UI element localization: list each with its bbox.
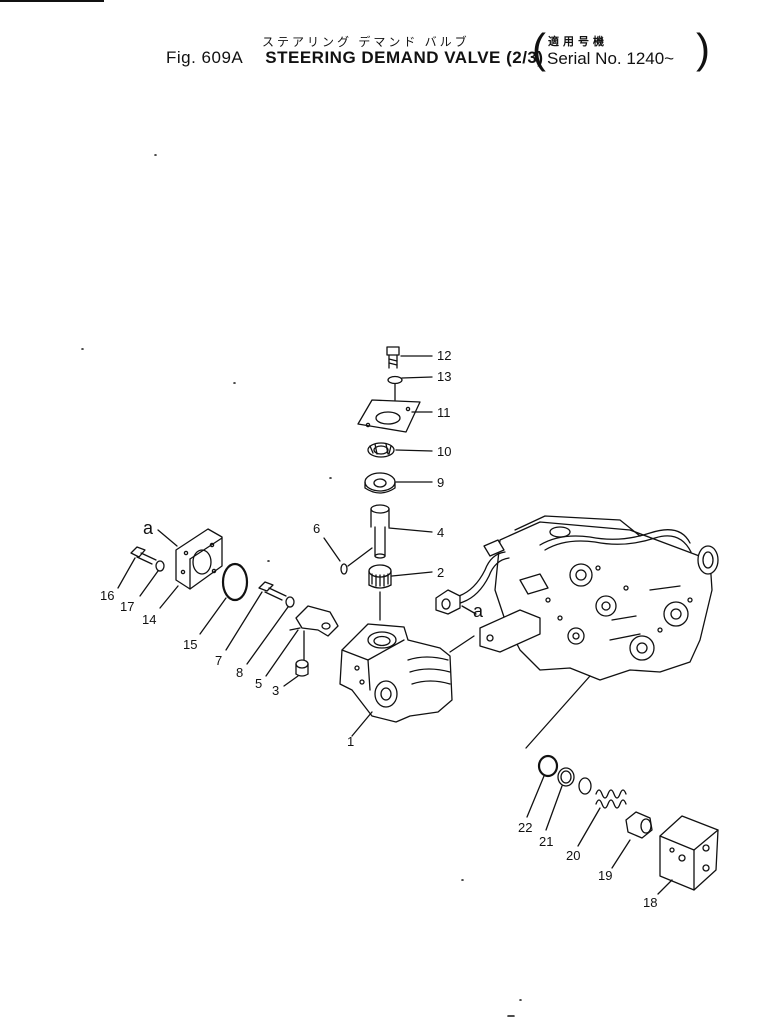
part-13-washer	[387, 375, 433, 401]
callout-4: 4	[437, 525, 444, 540]
callout-a-right: a	[473, 601, 484, 621]
callout-13: 13	[437, 369, 451, 384]
callout-17: 17	[120, 599, 134, 614]
serial-japanese: 適用号機	[548, 36, 608, 48]
figure-number: Fig. 609A	[166, 48, 244, 67]
part-7-bolt	[225, 581, 287, 651]
callout-14: 14	[142, 612, 156, 627]
part-19-plug	[611, 811, 653, 869]
callout-6: 6	[313, 521, 320, 536]
callout-20: 20	[566, 848, 580, 863]
part-10-bearing	[367, 442, 433, 458]
part-22-o-ring	[526, 754, 559, 818]
callout-21: 21	[539, 834, 553, 849]
callout-3: 3	[272, 683, 279, 698]
part-21-ring	[545, 767, 575, 831]
part-9-bearing	[364, 472, 433, 494]
callout-7: 7	[215, 653, 222, 668]
part-15-o-ring	[199, 562, 249, 635]
callout-15: 15	[183, 637, 197, 652]
part-11-plate	[357, 399, 433, 433]
part-1-valve-body	[339, 623, 475, 737]
serial-number: Serial No. 1240~	[547, 49, 675, 68]
figure-title-text: STEERING DEMAND VALVE (2/3)	[265, 48, 544, 67]
callout-11: 11	[437, 405, 451, 420]
callout-18: 18	[643, 895, 657, 910]
callout-10: 10	[437, 444, 451, 459]
callout-22: 22	[518, 820, 532, 835]
part-6-pin	[323, 537, 373, 575]
part-2-needle-bearing	[368, 564, 433, 621]
callout-9: 9	[437, 475, 444, 490]
figure-title: Fig. 609A STEERING DEMAND VALVE (2/3)	[166, 48, 544, 68]
part-16-bolt	[117, 546, 157, 589]
main-control-valve	[435, 515, 719, 749]
close-paren: )	[696, 25, 710, 72]
part-20-spring	[577, 777, 627, 847]
part-18-block	[657, 815, 719, 895]
callout-12: 12	[437, 348, 451, 363]
open-paren: (	[532, 25, 546, 72]
callout-8: 8	[236, 665, 243, 680]
part-8-washer	[246, 596, 295, 665]
title-japanese: ステアリング デマンド バルブ	[262, 35, 470, 49]
callout-19: 19	[598, 868, 612, 883]
part-12-bolt	[386, 346, 433, 369]
part-3-bushing	[283, 659, 309, 687]
callout-2: 2	[437, 565, 444, 580]
part-17-washer	[139, 560, 165, 597]
callout-a-left: a	[143, 518, 154, 538]
top-rule	[0, 0, 104, 2]
callout-1: 1	[347, 734, 354, 749]
part-14-cover	[157, 528, 223, 609]
callout-5: 5	[255, 676, 262, 691]
part-4-shaft	[370, 504, 433, 559]
part-5-lever	[265, 605, 339, 677]
callout-16: 16	[100, 588, 114, 603]
